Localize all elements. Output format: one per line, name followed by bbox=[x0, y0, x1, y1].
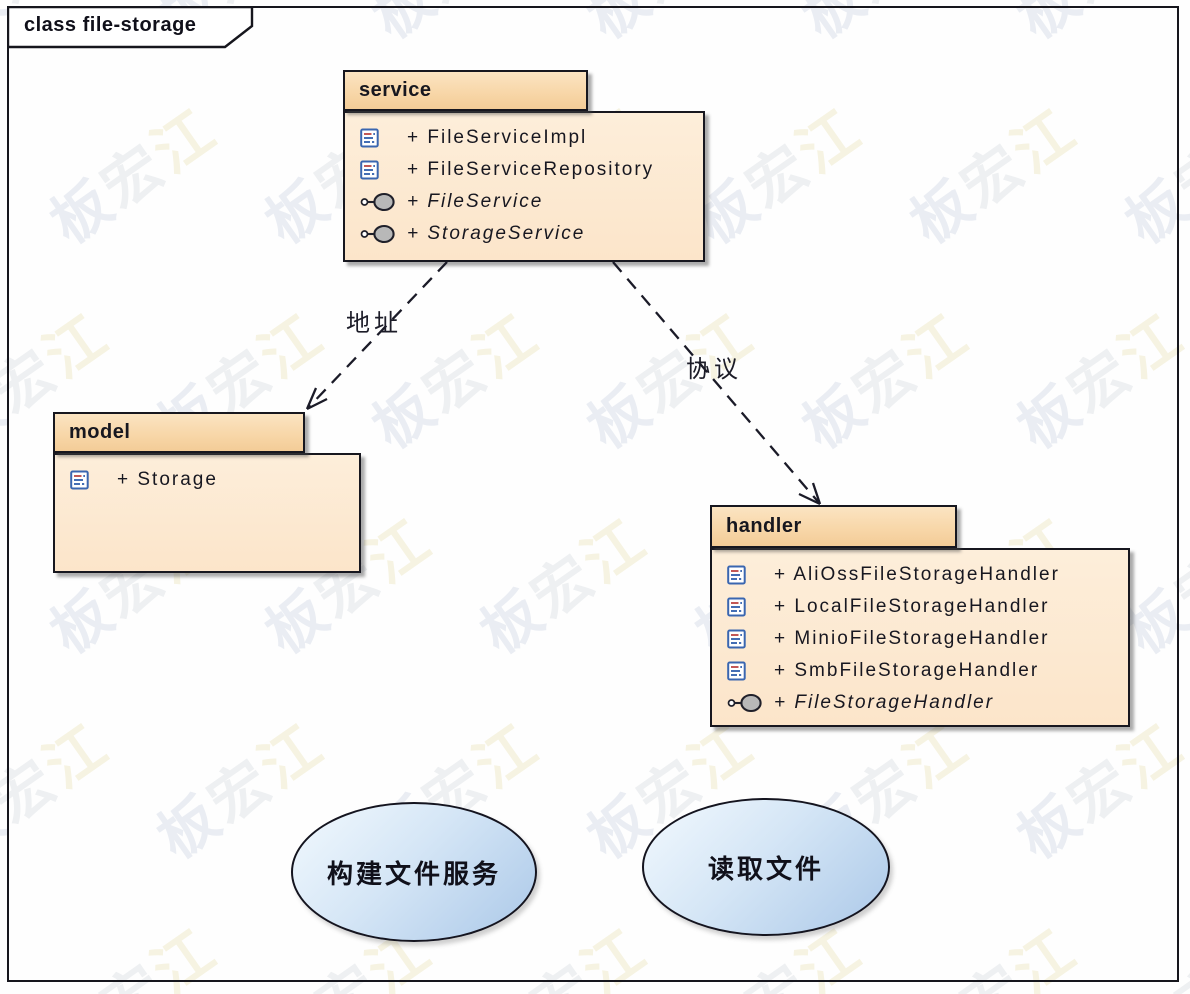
member-label: + LocalFileStorageHandler bbox=[774, 596, 1050, 617]
member-class[interactable]: + AliOssFileStorageHandler bbox=[712, 559, 1128, 591]
class-icon bbox=[727, 597, 763, 617]
interface-icon bbox=[727, 693, 763, 713]
package-name: service bbox=[359, 79, 432, 101]
package-service-body[interactable]: + FileServiceImpl + FileServiceRepository… bbox=[343, 111, 705, 262]
package-model-body[interactable]: + Storage bbox=[53, 453, 361, 573]
member-label: + FileService bbox=[407, 191, 544, 212]
package-name: handler bbox=[726, 515, 802, 537]
member-class[interactable]: + LocalFileStorageHandler bbox=[712, 591, 1128, 623]
connector-label-address[interactable]: 地址 bbox=[346, 310, 402, 337]
package-handler-body[interactable]: + AliOssFileStorageHandler + LocalFileSto… bbox=[710, 548, 1130, 727]
class-icon bbox=[70, 470, 106, 490]
class-icon bbox=[727, 629, 763, 649]
member-interface[interactable]: + FileStorageHandler bbox=[712, 687, 1128, 719]
member-label: + SmbFileStorageHandler bbox=[774, 660, 1040, 681]
class-icon bbox=[360, 160, 396, 180]
diagram-frame-border bbox=[7, 6, 1179, 982]
member-label: + FileServiceImpl bbox=[407, 127, 588, 148]
usecase-label: 读取文件 bbox=[707, 853, 824, 884]
class-icon bbox=[360, 128, 396, 148]
usecase-build-file-service[interactable]: 构建文件服务 bbox=[291, 802, 537, 942]
class-icon bbox=[727, 565, 763, 585]
interface-icon bbox=[360, 224, 396, 244]
frame-title-tab bbox=[7, 6, 254, 49]
member-interface[interactable]: + StorageService bbox=[345, 218, 703, 250]
member-label: + FileServiceRepository bbox=[407, 159, 655, 180]
member-label: + FileStorageHandler bbox=[774, 692, 995, 713]
connector-label-protocol[interactable]: 协议 bbox=[686, 356, 742, 383]
member-label: + AliOssFileStorageHandler bbox=[774, 564, 1060, 585]
member-label: + StorageService bbox=[407, 223, 586, 244]
member-class[interactable]: + Storage bbox=[55, 464, 359, 496]
member-class[interactable]: + FileServiceRepository bbox=[345, 154, 703, 186]
class-icon bbox=[727, 661, 763, 681]
package-service-tab[interactable]: service bbox=[343, 70, 588, 111]
interface-icon bbox=[360, 192, 396, 212]
member-label: + MinioFileStorageHandler bbox=[774, 628, 1050, 649]
frame-title: class file-storage bbox=[24, 14, 197, 36]
member-class[interactable]: + FileServiceImpl bbox=[345, 122, 703, 154]
package-name: model bbox=[69, 421, 131, 443]
usecase-label: 构建文件服务 bbox=[326, 858, 501, 889]
member-class[interactable]: + MinioFileStorageHandler bbox=[712, 623, 1128, 655]
member-interface[interactable]: + FileService bbox=[345, 186, 703, 218]
package-model-tab[interactable]: model bbox=[53, 412, 305, 453]
usecase-read-file[interactable]: 读取文件 bbox=[642, 798, 890, 936]
member-label: + Storage bbox=[117, 469, 218, 490]
package-handler-tab[interactable]: handler bbox=[710, 505, 957, 548]
member-class[interactable]: + SmbFileStorageHandler bbox=[712, 655, 1128, 687]
